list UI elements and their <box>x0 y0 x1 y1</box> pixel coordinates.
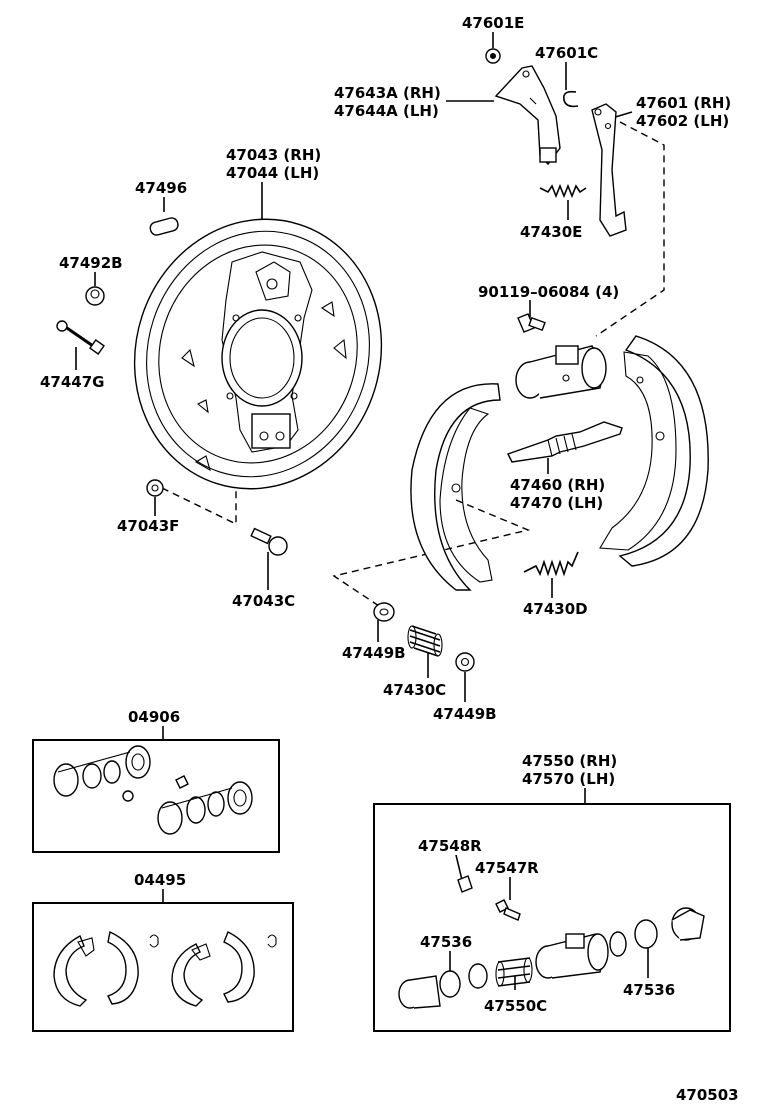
plug-47496 <box>149 217 179 236</box>
backing-plate-47043 <box>133 218 383 490</box>
label-47449B-upper: 47449B <box>342 644 406 662</box>
box-04906 <box>32 739 280 853</box>
bolt-90119 <box>517 313 546 333</box>
label-47601C: 47601C <box>535 44 598 62</box>
kit-47550-parts <box>398 875 705 1009</box>
clip-47601E <box>485 48 501 64</box>
kit-04495-parts <box>53 930 277 1007</box>
label-47644A: 47644A (LH) <box>334 102 439 120</box>
label-47643A: 47643A (RH) <box>334 84 441 102</box>
label-47447G: 47447G <box>40 373 105 391</box>
adjuster-47460 <box>507 421 623 463</box>
leader-lines <box>75 32 649 990</box>
label-47470: 47470 (LH) <box>510 494 603 512</box>
retainer-47449B-upper <box>373 602 395 622</box>
box-47550 <box>373 803 731 1032</box>
label-47460: 47460 (RH) <box>510 476 605 494</box>
spring-47430C <box>407 625 443 657</box>
label-04906: 04906 <box>128 708 180 726</box>
label-47430C: 47430C <box>383 681 446 699</box>
label-47536-left: 47536 <box>420 933 472 951</box>
label-47570: 47570 (LH) <box>522 770 615 788</box>
spring-47430E <box>539 183 587 199</box>
box-04495 <box>32 902 294 1032</box>
label-47430E: 47430E <box>520 223 582 241</box>
label-47536-right: 47536 <box>623 981 675 999</box>
wheel-cylinder-47550 <box>515 345 607 399</box>
label-47602: 47602 (LH) <box>636 112 729 130</box>
label-47043C: 47043C <box>232 592 295 610</box>
label-47601: 47601 (RH) <box>636 94 731 112</box>
pin-47447G <box>56 320 105 355</box>
grommet-47492B <box>85 286 105 306</box>
label-47550: 47550 (RH) <box>522 752 617 770</box>
assembly-dashed-lines <box>161 121 665 609</box>
brake-shoe-trailing <box>599 335 709 567</box>
label-47601E: 47601E <box>462 14 524 32</box>
label-47550C: 47550C <box>484 997 547 1015</box>
label-47044: 47044 (LH) <box>226 164 319 182</box>
kit-04906-parts <box>53 745 253 835</box>
spring-47430D <box>523 551 579 577</box>
lever-47643A <box>494 65 561 166</box>
label-47430D: 47430D <box>523 600 588 618</box>
retainer-47449B-lower <box>455 652 475 672</box>
bolt-47043C <box>250 527 288 556</box>
label-47548R: 47548R <box>418 837 482 855</box>
label-47492B: 47492B <box>59 254 123 272</box>
plug-47043F <box>146 479 164 497</box>
label-47496: 47496 <box>135 179 187 197</box>
label-90119-06084: 90119–06084 (4) <box>478 283 619 301</box>
label-04495: 04495 <box>134 871 186 889</box>
diagram-id: 470503 <box>676 1086 739 1104</box>
brake-shoe-leading <box>410 383 501 591</box>
label-47547R: 47547R <box>475 859 539 877</box>
lever-47601 <box>591 103 627 237</box>
label-47043: 47043 (RH) <box>226 146 321 164</box>
clip-47601C <box>562 90 579 108</box>
label-47449B-lower: 47449B <box>433 705 497 723</box>
label-47043F: 47043F <box>117 517 179 535</box>
